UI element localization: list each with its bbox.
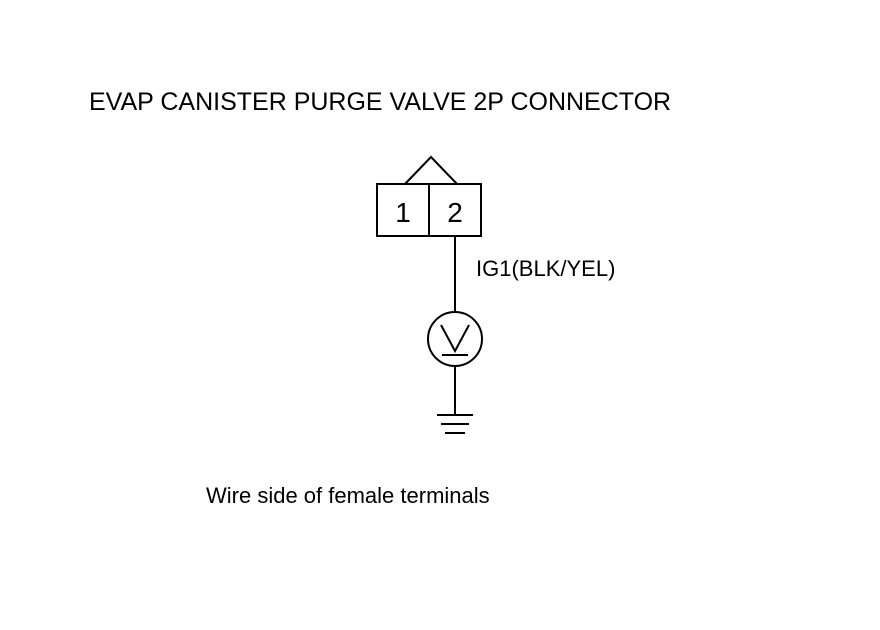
connector-lock-tab (404, 155, 458, 185)
connector-2p: 1 2 (376, 155, 482, 237)
pin-1-label: 1 (395, 197, 411, 228)
voltmeter-icon (427, 311, 483, 367)
diagram-title: EVAP CANISTER PURGE VALVE 2P CONNECTOR (89, 88, 671, 116)
pin-2-label: 2 (447, 197, 463, 228)
wire-label: IG1(BLK/YEL) (476, 256, 615, 281)
footer-caption: Wire side of female terminals (206, 483, 490, 508)
ground-icon (437, 414, 473, 434)
